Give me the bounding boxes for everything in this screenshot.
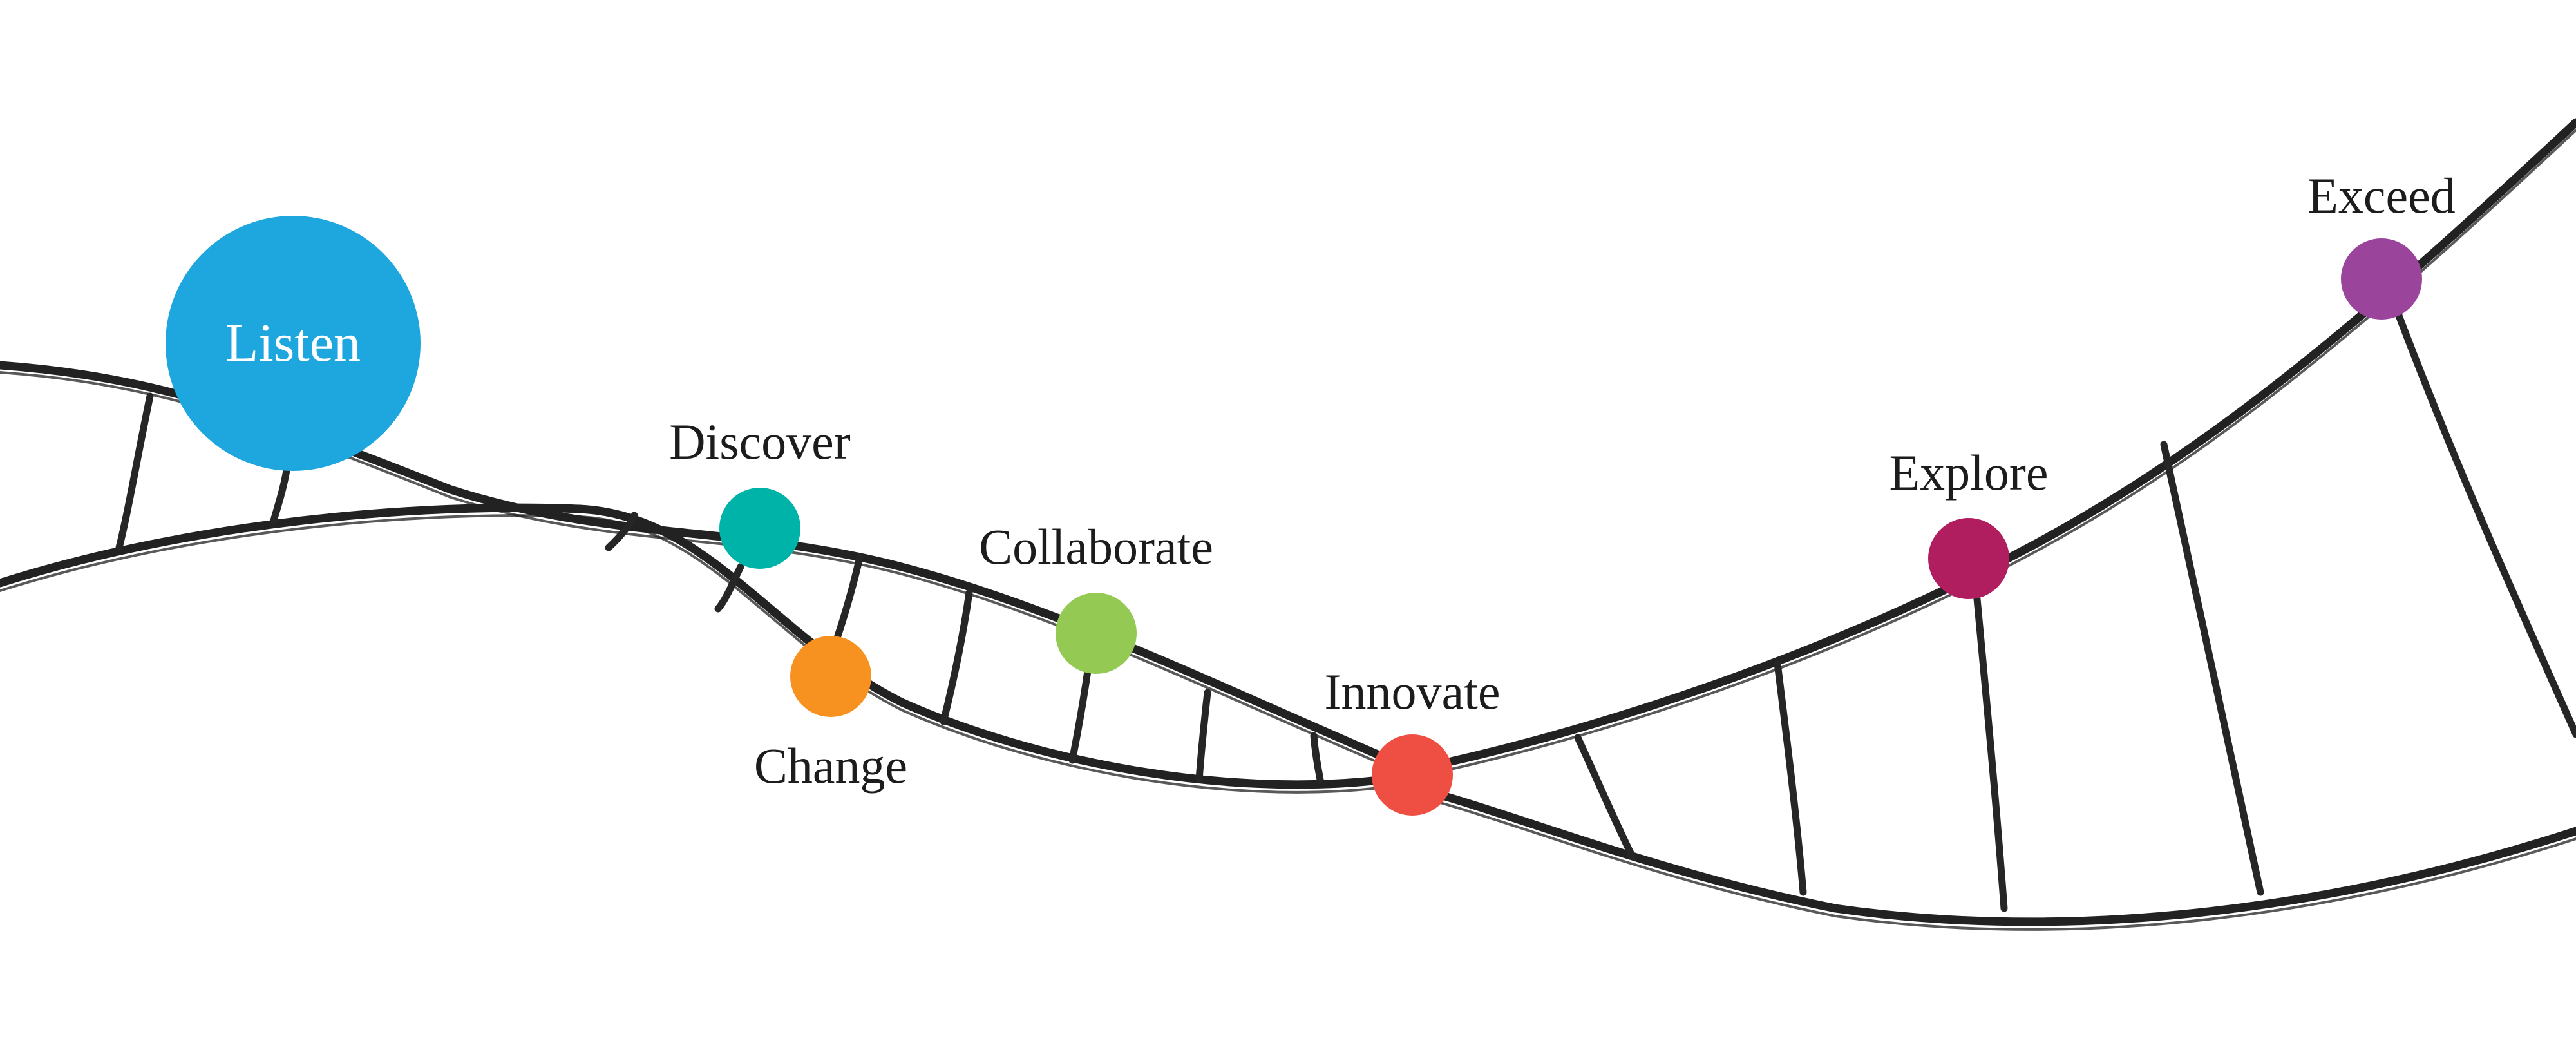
rung — [115, 392, 154, 551]
helix-rungs — [115, 312, 2576, 912]
rung — [1195, 689, 1211, 783]
collaborate-circle — [1056, 593, 1137, 674]
node-exceed: Exceed — [2307, 167, 2456, 320]
node-innovate: Innovate — [1325, 664, 1501, 816]
discover-label: Discover — [669, 414, 851, 470]
rung — [714, 563, 744, 613]
rung — [1068, 663, 1092, 764]
node-explore: Explore — [1889, 445, 2049, 599]
listen-circle — [166, 216, 421, 471]
change-label: Change — [754, 738, 907, 794]
listen-label: Listen — [225, 313, 361, 373]
innovate-label: Innovate — [1325, 664, 1501, 720]
rung — [2160, 441, 2264, 896]
rung — [940, 589, 973, 725]
rung — [270, 466, 290, 524]
strand-b — [0, 503, 2576, 931]
innovate-circle — [1372, 734, 1453, 816]
explore-circle — [1928, 518, 2009, 599]
strand-a — [0, 118, 2576, 780]
exceed-label: Exceed — [2307, 167, 2456, 224]
rung — [833, 553, 864, 642]
node-discover: Discover — [669, 414, 851, 569]
exceed-circle — [2341, 238, 2422, 320]
rung — [1774, 660, 1807, 896]
rung — [2395, 312, 2576, 738]
node-change: Change — [754, 636, 907, 794]
change-circle — [790, 636, 871, 717]
rung — [1310, 732, 1324, 783]
collaborate-label: Collaborate — [979, 519, 1213, 575]
node-collaborate: Collaborate — [979, 519, 1213, 674]
node-listen: Listen — [166, 216, 421, 471]
explore-label: Explore — [1889, 445, 2049, 501]
discover-circle — [719, 488, 800, 569]
rung — [1973, 595, 2008, 912]
rung — [1574, 734, 1636, 861]
rung — [605, 512, 638, 551]
